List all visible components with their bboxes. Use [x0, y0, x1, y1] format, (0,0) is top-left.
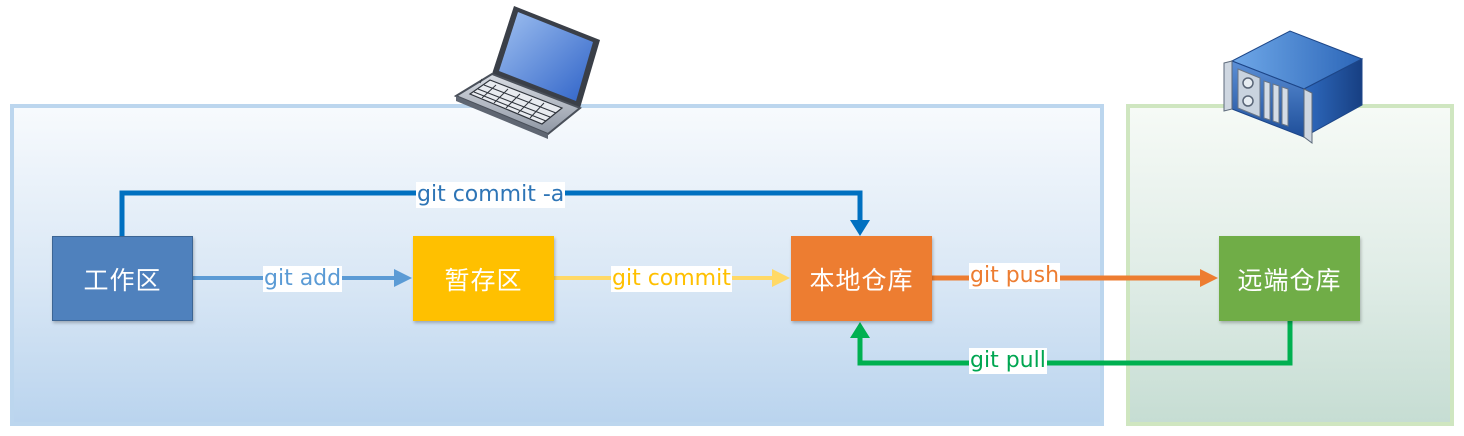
laptop-icon — [453, 6, 600, 139]
workspace-label: 工作区 — [83, 265, 162, 295]
workspace-node: 工作区 — [52, 236, 193, 321]
add-label: git add — [263, 266, 343, 292]
remote-repository-node: 远端仓库 — [1219, 236, 1360, 321]
pull-label: git pull — [969, 348, 1047, 374]
local-repository-node: 本地仓库 — [791, 236, 932, 321]
staging-area-node: 暂存区 — [413, 236, 554, 321]
local-repository-label: 本地仓库 — [809, 265, 914, 295]
push-label: git push — [969, 263, 1061, 289]
remote-repository-label: 远端仓库 — [1237, 265, 1342, 295]
pull-arrow — [850, 321, 1293, 366]
staging-area-label: 暂存区 — [444, 265, 523, 295]
commit-label: git commit — [611, 266, 732, 292]
commit-all-label: git commit -a — [416, 182, 566, 208]
server-icon — [1223, 30, 1364, 144]
